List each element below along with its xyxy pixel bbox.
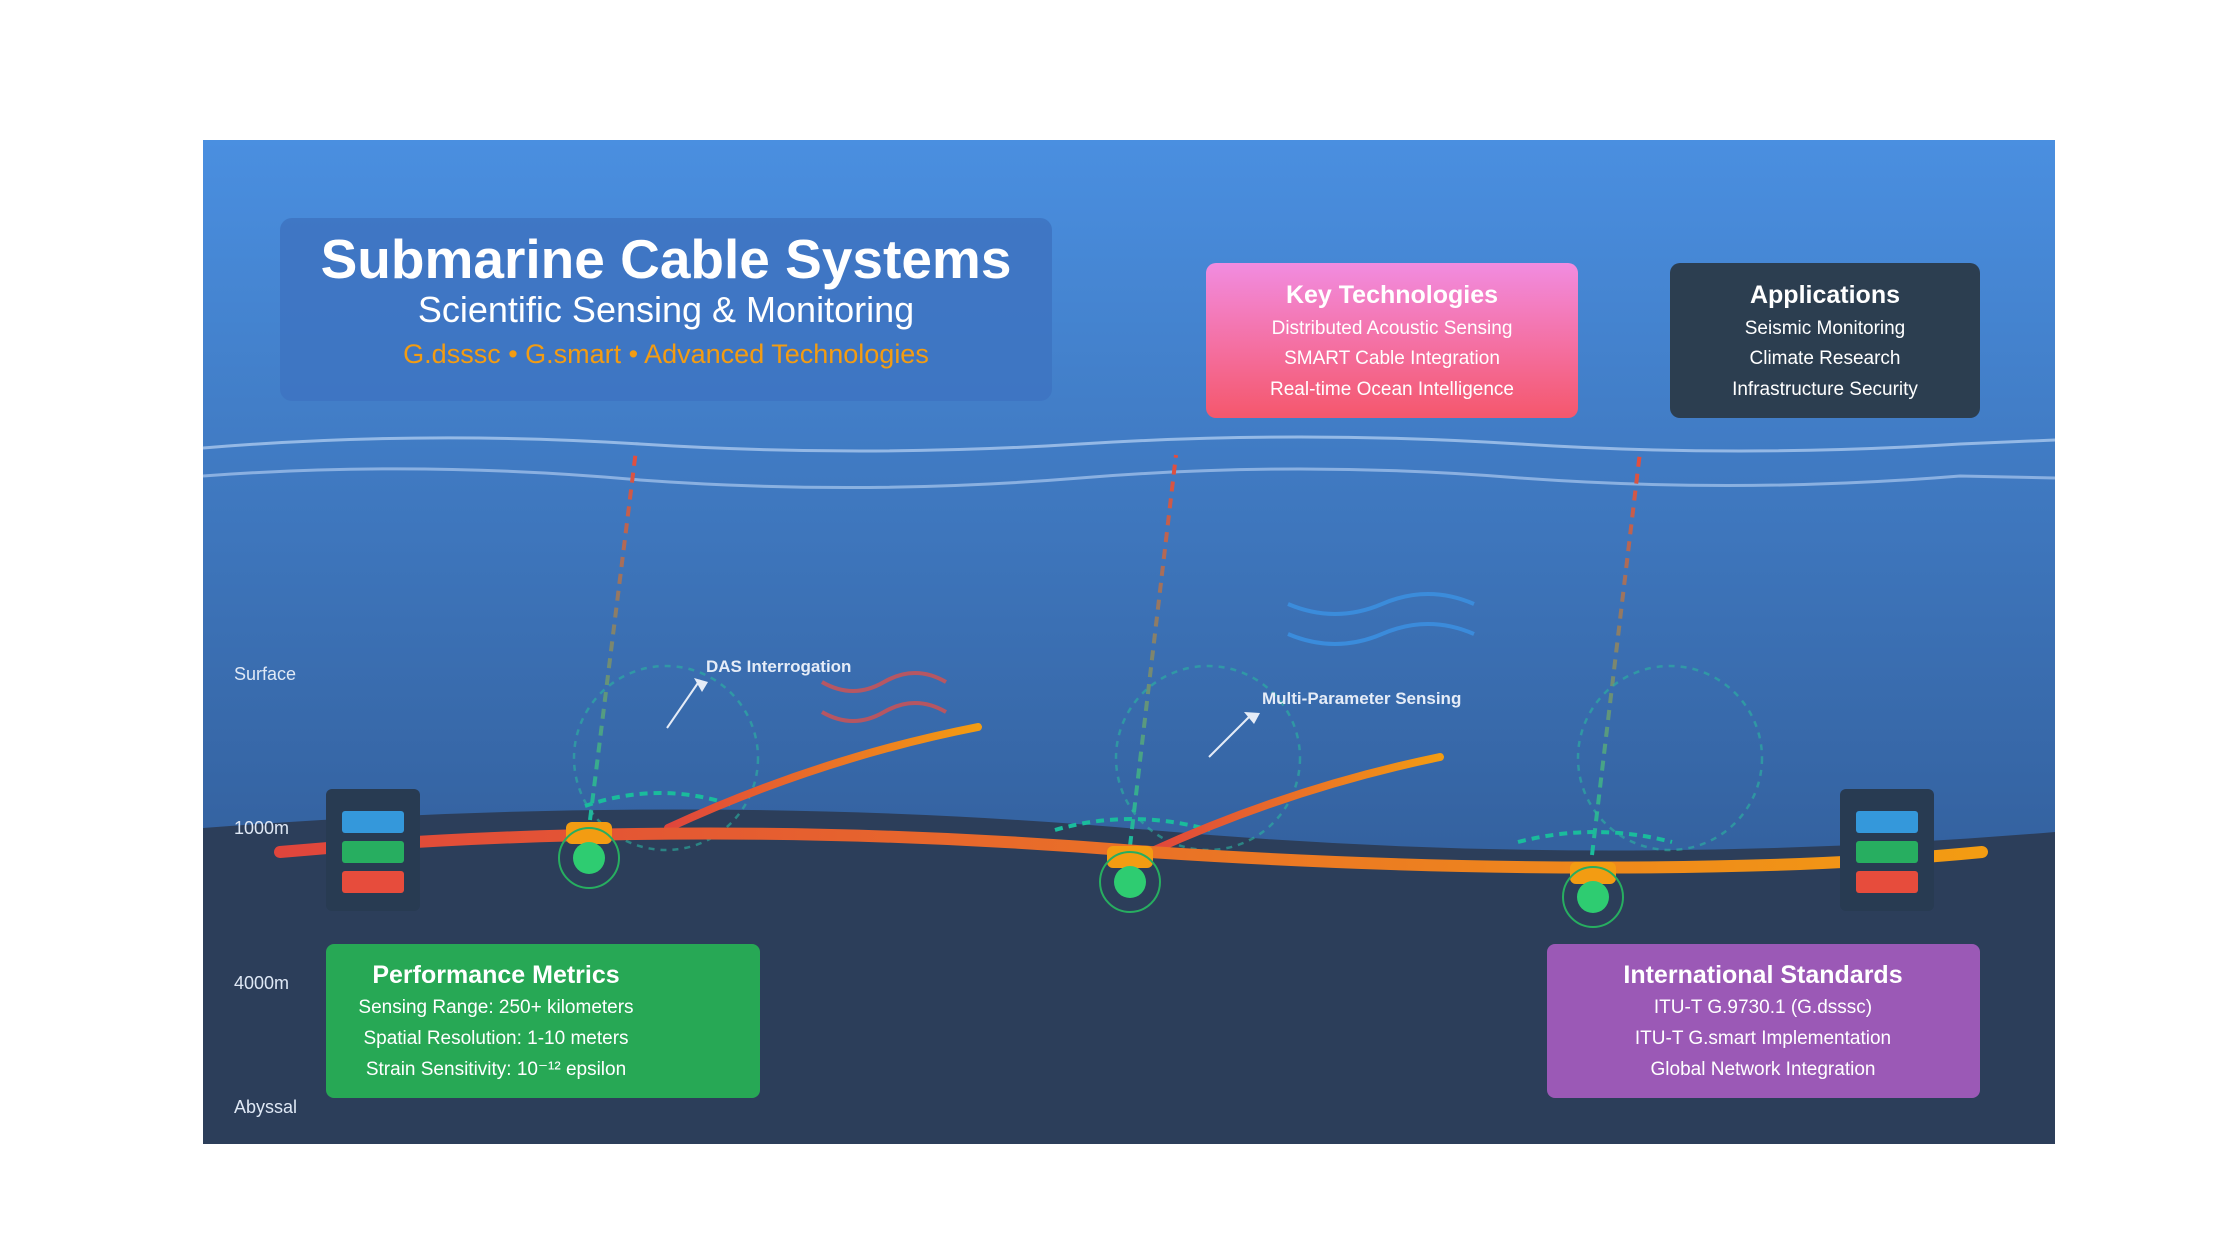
das-beam-2: [1128, 454, 1178, 847]
branch-cable-2: [1146, 753, 1444, 856]
standards-item: Global Network Integration: [1651, 1059, 1876, 1080]
sensor-node-icon: [558, 827, 620, 889]
title-panel: Submarine Cable Systems Scientific Sensi…: [280, 218, 1052, 401]
signal-arc-2: [1054, 817, 1211, 832]
surface-wave-2: [202, 467, 2056, 490]
key-technologies-heading: Key Technologies: [1286, 281, 1498, 309]
applications-panel: Applications Seismic Monitoring Climate …: [1670, 263, 1980, 418]
applications-item: Climate Research: [1750, 348, 1901, 369]
standards-panel: International Standards ITU-T G.9730.1 (…: [1547, 944, 1980, 1098]
standards-heading: International Standards: [1623, 961, 1902, 989]
key-technologies-panel: Key Technologies Distributed Acoustic Se…: [1206, 263, 1578, 418]
performance-item: Strain Sensitivity: 10⁻¹² epsilon: [366, 1059, 626, 1080]
repeater-node-1: [558, 822, 620, 889]
depth-label-4000m: 4000m: [234, 973, 289, 993]
page-title: Submarine Cable Systems: [321, 228, 1012, 290]
repeater-icon: [1107, 846, 1153, 868]
repeater-icon: [566, 822, 612, 844]
performance-heading: Performance Metrics: [372, 961, 619, 989]
page-subtitle: Scientific Sensing & Monitoring: [418, 289, 914, 330]
das-beam-1: [588, 449, 638, 821]
applications-item: Infrastructure Security: [1732, 379, 1918, 400]
applications-heading: Applications: [1750, 281, 1900, 309]
signal-arc-1: [584, 791, 736, 808]
depth-label-abyssal: Abyssal: [234, 1097, 297, 1117]
repeater-node-2: [1099, 846, 1161, 913]
annotation-das: DAS Interrogation: [666, 657, 851, 729]
annotation-multi-label: Multi-Parameter Sensing: [1262, 689, 1461, 708]
sensor-node-icon: [1562, 866, 1624, 928]
key-technologies-item: Distributed Acoustic Sensing: [1272, 318, 1513, 339]
sensor-node-icon: [1099, 851, 1161, 913]
performance-panel: Performance Metrics Sensing Range: 250+ …: [326, 944, 760, 1098]
repeater-icon: [1570, 862, 1616, 884]
page-tagline: G.dsssc • G.smart • Advanced Technologie…: [403, 339, 929, 369]
surface-wave-1: [202, 435, 2056, 453]
repeater-node-3: [1562, 862, 1624, 928]
ocean-current-icon: [1287, 592, 1475, 646]
standards-item: ITU-T G.smart Implementation: [1635, 1028, 1891, 1049]
sensor-node-icon: [573, 842, 605, 874]
standards-item: ITU-T G.9730.1 (G.dsssc): [1654, 997, 1872, 1018]
branch-cable-1: [664, 723, 982, 832]
depth-label-1000m: 1000m: [234, 818, 289, 838]
annotation-das-label: DAS Interrogation: [706, 657, 851, 676]
performance-item: Spatial Resolution: 1-10 meters: [363, 1028, 628, 1049]
terminal-station-icon: [326, 789, 420, 911]
applications-item: Seismic Monitoring: [1745, 318, 1906, 339]
seismic-wave-icon: [820, 671, 948, 723]
depth-label-surface: Surface: [234, 664, 296, 684]
performance-item: Sensing Range: 250+ kilometers: [358, 997, 633, 1018]
sensor-node-icon: [1114, 866, 1146, 898]
sensing-zone-3: [1576, 664, 1764, 852]
sensing-zone-1: [572, 664, 760, 852]
terminal-station-icon: [1840, 789, 1934, 911]
key-technologies-item: SMART Cable Integration: [1284, 348, 1500, 369]
sensor-node-icon: [1577, 881, 1609, 913]
signal-arc-3: [1517, 830, 1673, 844]
key-technologies-item: Real-time Ocean Intelligence: [1270, 379, 1514, 400]
annotation-multi-parameter: Multi-Parameter Sensing: [1208, 689, 1461, 758]
